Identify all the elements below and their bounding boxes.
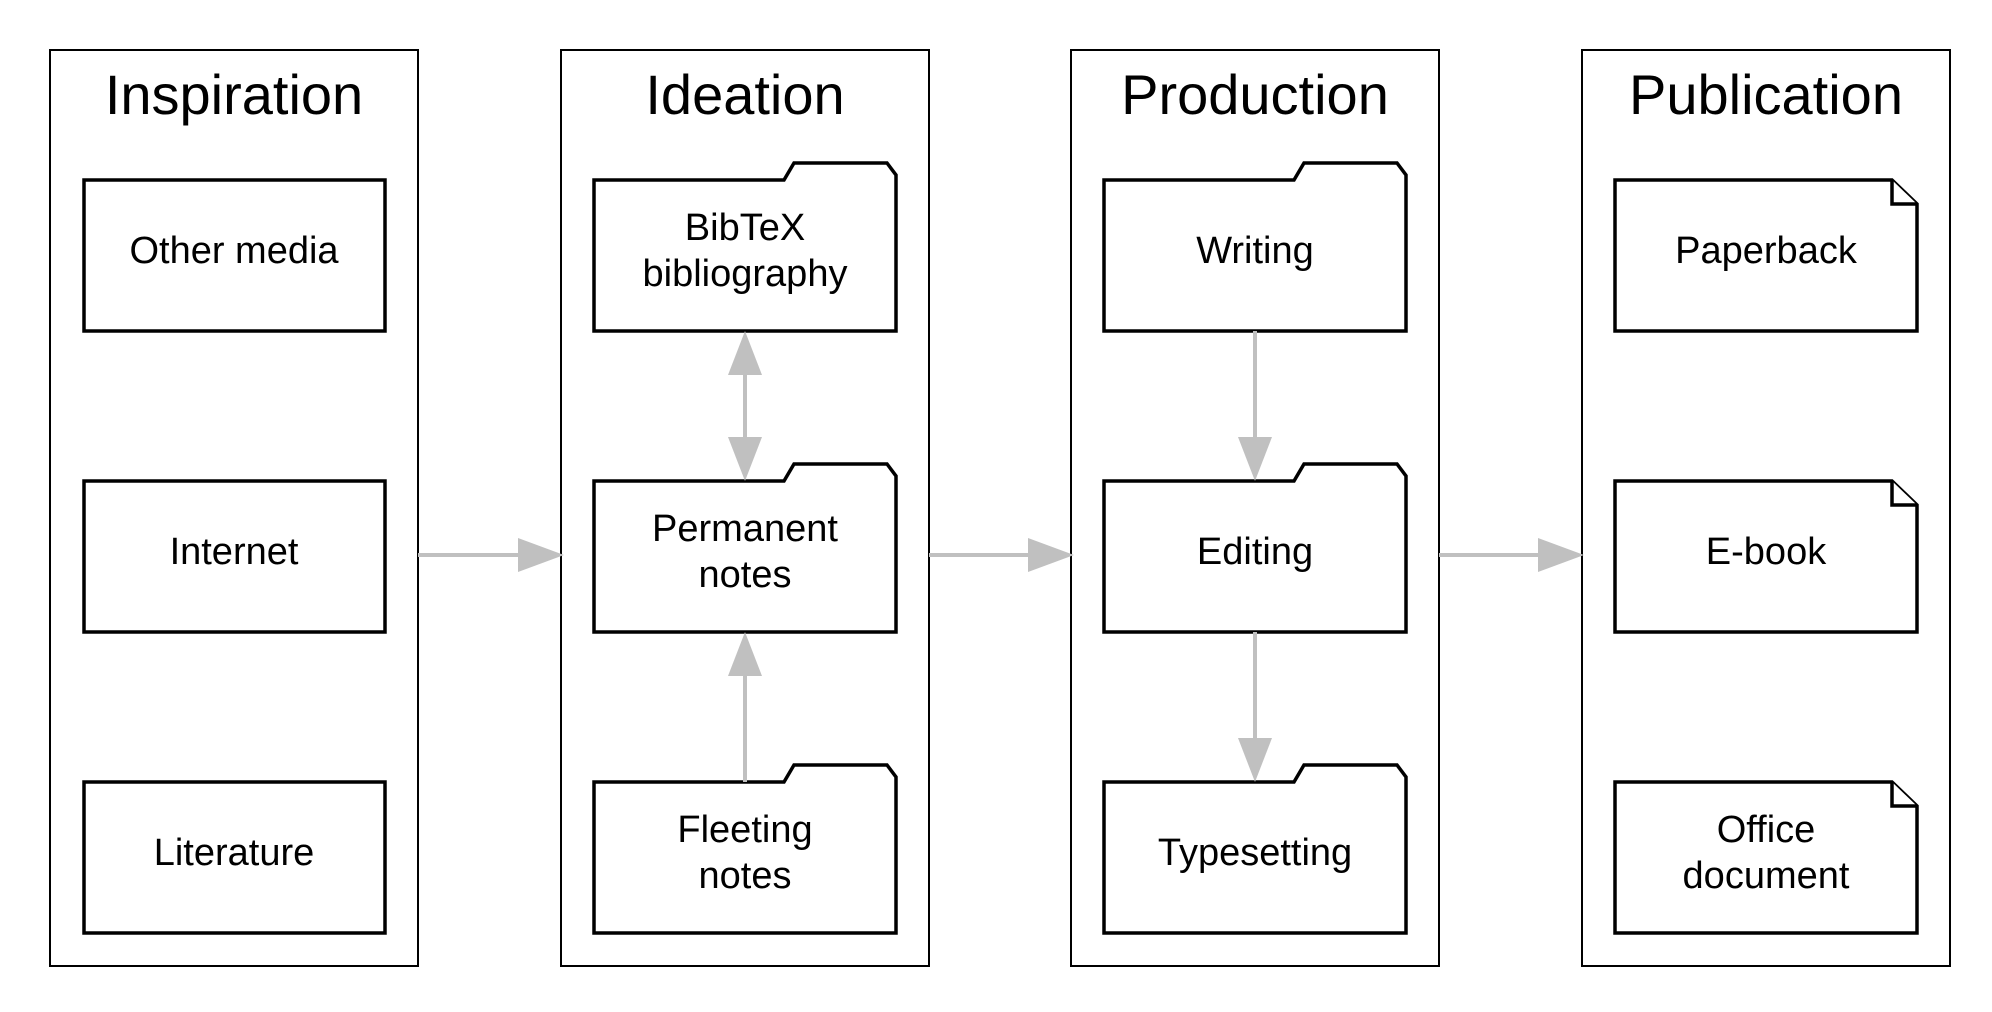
arrow-inspiration-to-ideation [418,538,564,572]
node-paperback [1613,178,1919,333]
lane-ideation-title: Ideation [645,63,844,126]
arrow-ideation-to-production [929,538,1074,572]
arrow-bibtex-permanent-bidirectional [728,331,762,481]
lane-inspiration-title: Inspiration [105,63,363,126]
arrow-production-to-publication [1439,538,1584,572]
node-bibtex-bibliography [592,161,898,333]
arrow-writing-to-editing [1238,331,1272,481]
node-e-book [1613,479,1919,634]
node-other-media [82,178,387,333]
node-typesetting [1102,763,1408,935]
label-e-book: E-book [1706,531,1827,573]
lane-production-title: Production [1121,63,1389,126]
label-internet: Internet [170,531,299,573]
label-writing: Writing [1196,230,1314,272]
node-literature [82,780,387,935]
node-office-document [1613,780,1919,935]
node-fleeting-notes [592,763,898,935]
label-other-media: Other media [129,230,339,272]
label-typesetting: Typesetting [1158,832,1352,874]
label-paperback: Paperback [1675,230,1858,272]
label-editing: Editing [1197,531,1313,573]
label-literature: Literature [154,832,315,874]
node-editing [1102,462,1408,634]
arrow-fleeting-to-permanent [728,632,762,782]
node-writing [1102,161,1408,333]
lane-publication-title: Publication [1629,63,1903,126]
arrow-editing-to-typesetting [1238,632,1272,782]
node-permanent-notes [592,462,898,634]
node-internet [82,479,387,634]
